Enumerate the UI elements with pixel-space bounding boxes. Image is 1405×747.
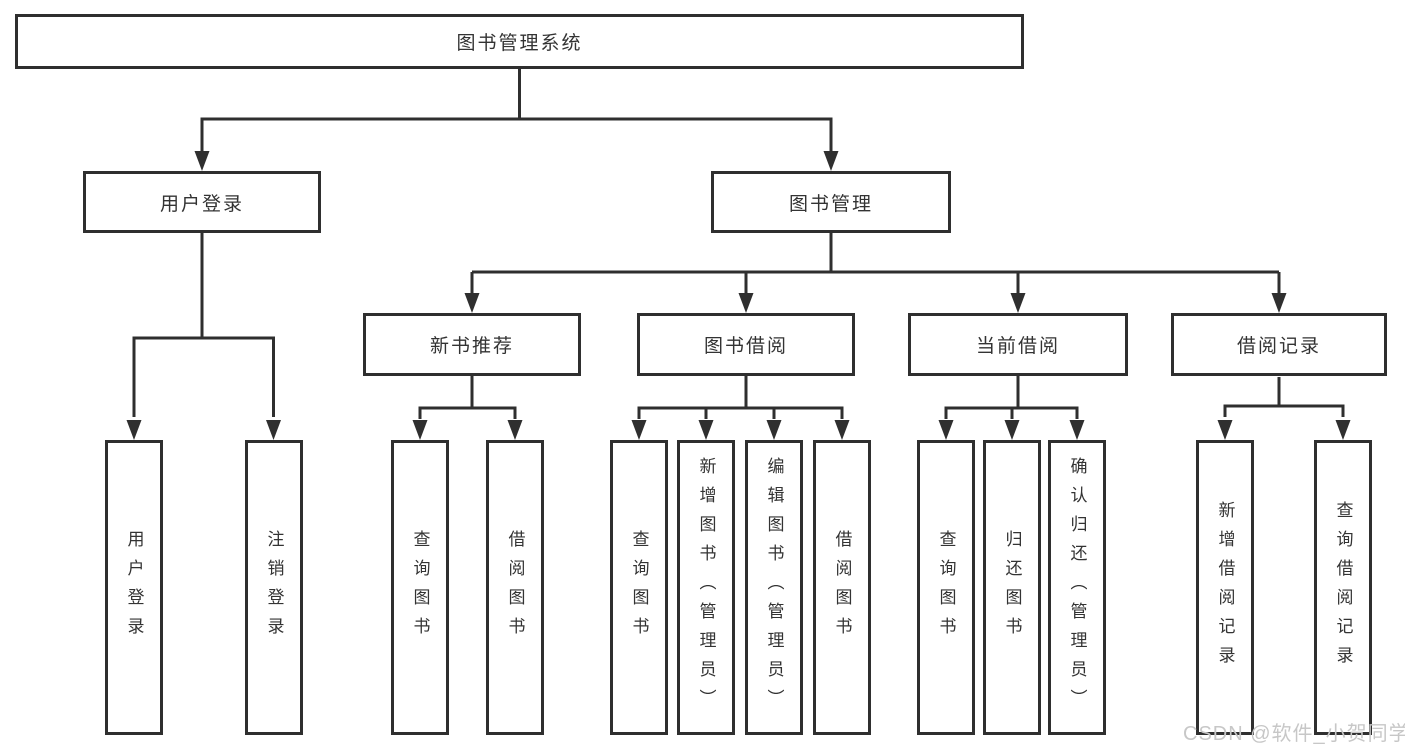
arrow-head [126,420,142,440]
arrow-head [631,420,647,440]
arrow-head [1335,420,1351,440]
arrow-head [412,420,428,440]
leaf-add-borrow-record-label: 新增借阅记录 [1215,500,1235,675]
leaf-query-books-borrow-label: 查询图书 [629,529,649,646]
leaf-user-login-label: 用户登录 [124,529,144,646]
arrow-head [194,151,210,171]
leaf-query-books-recommend: 查询图书 [391,440,449,735]
leaf-confirm-return-admin-label: 确认归还（管理员） [1067,457,1087,718]
leaf-borrow-books-borrow: 借阅图书 [813,440,871,735]
leaf-query-books-recommend-label: 查询图书 [410,529,430,646]
arrow-head [698,420,714,440]
arrow-head [738,293,754,313]
arrow-head [1010,293,1026,313]
arrow-heads [126,151,1351,440]
leaf-query-books-current-label: 查询图书 [936,529,956,646]
node-root: 图书管理系统 [15,14,1024,69]
leaf-query-borrow-record: 查询借阅记录 [1314,440,1372,735]
leaf-add-borrow-record: 新增借阅记录 [1196,440,1254,735]
node-book-borrow: 图书借阅 [637,313,855,376]
arrow-head [464,293,480,313]
leaf-borrow-books-borrow-label: 借阅图书 [832,529,852,646]
node-new-book-recommend-label: 新书推荐 [429,336,514,357]
arrow-head [766,420,782,440]
leaf-query-borrow-record-label: 查询借阅记录 [1333,500,1353,675]
leaf-query-books-current: 查询图书 [917,440,975,735]
leaf-return-book: 归还图书 [983,440,1041,735]
arrow-head [266,420,281,440]
leaf-query-books-borrow: 查询图书 [610,440,668,735]
node-current-borrow: 当前借阅 [908,313,1128,376]
csdn-watermark: CSDN @软件_小贺同学 [1183,723,1405,745]
node-book-management: 图书管理 [711,171,951,233]
node-new-book-recommend: 新书推荐 [363,313,581,376]
leaf-edit-book-admin: 编辑图书（管理员） [745,440,803,735]
connector-paths [132,69,1345,419]
arrow-head [823,151,839,171]
leaf-edit-book-admin-label: 编辑图书（管理员） [764,457,784,718]
node-book-borrow-label: 图书借阅 [703,336,788,357]
leaf-borrow-books-recommend-label: 借阅图书 [505,529,525,646]
leaf-borrow-books-recommend: 借阅图书 [486,440,544,735]
node-user-login: 用户登录 [83,171,321,233]
leaf-add-book-admin: 新增图书（管理员） [677,440,735,735]
leaf-return-book-label: 归还图书 [1002,529,1022,646]
leaf-logout-label: 注销登录 [264,529,284,646]
node-book-management-label: 图书管理 [788,193,873,215]
leaf-add-book-admin-label: 新增图书（管理员） [696,457,716,718]
arrow-head [1271,293,1287,313]
leaf-logout: 注销登录 [245,440,303,735]
node-current-borrow-label: 当前借阅 [975,336,1060,357]
node-user-login-label: 用户登录 [159,193,244,215]
node-borrow-records: 借阅记录 [1171,313,1387,376]
arrow-head [938,420,954,440]
arrow-head [1069,420,1085,440]
arrow-head [507,420,523,440]
leaf-confirm-return-admin: 确认归还（管理员） [1048,440,1106,735]
leaf-user-login: 用户登录 [105,440,163,735]
arrow-head [834,420,850,440]
arrow-head [1217,420,1233,440]
node-root-label: 图书管理系统 [456,33,583,54]
node-borrow-records-label: 借阅记录 [1236,336,1321,357]
arrow-head [1004,420,1020,440]
